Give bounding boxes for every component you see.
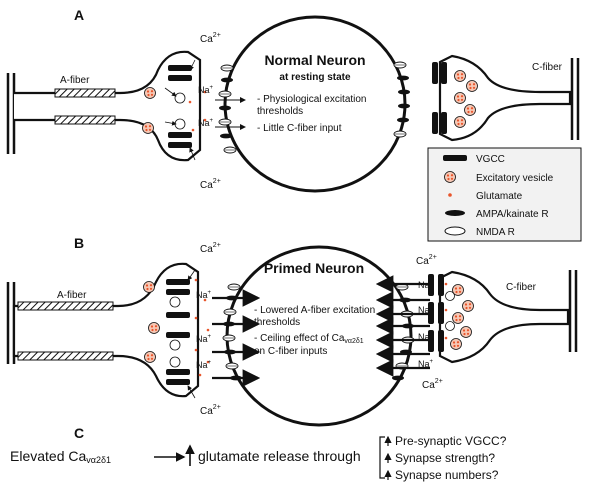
neuron-a-title: Normal Neuron bbox=[264, 52, 365, 68]
legend-label-nmda: NMDA R bbox=[476, 227, 515, 238]
ca-label-a-top: Ca2+ bbox=[200, 32, 221, 45]
neuron-b-note-1: - Lowered A-fiber excitation bbox=[254, 305, 375, 316]
c-fiber-a: C-fiber bbox=[432, 54, 580, 142]
nmda-legend-icon bbox=[444, 226, 466, 236]
a-fiber-label-a: A-fiber bbox=[60, 75, 90, 86]
ca-label-b-2: Ca2+ bbox=[200, 404, 221, 417]
na-label-b-3: Na+ bbox=[196, 360, 212, 370]
legend-label-vgcc: VGCC bbox=[476, 154, 505, 165]
panel-c-middle: glutamate release through bbox=[198, 448, 361, 464]
neuron-a-note-3: - Little C-fiber input bbox=[257, 123, 342, 134]
panel-c-letter: C bbox=[74, 425, 84, 441]
c-fiber-b: C-fiber bbox=[428, 270, 578, 364]
presynaptic-terminal-a bbox=[142, 59, 207, 161]
panel-c: C Elevated Cavα2δ1 glutamate release thr… bbox=[10, 425, 507, 482]
panel-a: A A-fiber bbox=[6, 7, 580, 193]
vesicle-legend-icon bbox=[444, 171, 456, 183]
panel-b: B A-fiber bbox=[6, 235, 578, 427]
legend: VGCC Excitatory vesicle Glutamate AMPA/k… bbox=[427, 147, 582, 242]
neuron-b-note-3: - Ceiling effect of Cavα2δ1 bbox=[254, 333, 364, 345]
presynaptic-terminal-b bbox=[143, 269, 210, 399]
legend-box bbox=[427, 147, 582, 242]
na-label-b-7: Na+ bbox=[418, 359, 434, 369]
c-fiber-label-a: C-fiber bbox=[532, 62, 563, 73]
c-fiber-label-b: C-fiber bbox=[506, 282, 537, 293]
ca-label-b-3: Ca2+ bbox=[416, 254, 437, 267]
panel-c-lead: Elevated Cavα2δ1 bbox=[10, 448, 111, 465]
panel-c-outcome-1: Pre-synaptic VGCC? bbox=[395, 434, 507, 448]
glutamate-legend-icon bbox=[448, 193, 452, 197]
legend-label-ampa: AMPA/kainate R bbox=[476, 209, 549, 220]
legend-label-glutamate: Glutamate bbox=[476, 191, 523, 202]
a-fiber-axon-b: A-fiber bbox=[6, 262, 200, 398]
panel-c-outcome-3: Synapse numbers? bbox=[395, 468, 499, 482]
panel-b-letter: B bbox=[74, 235, 84, 251]
na-label-b-1: Na+ bbox=[196, 290, 212, 300]
neuron-b-note-4: on C-fiber inputs bbox=[254, 346, 327, 357]
panel-c-outcome-2: Synapse strength? bbox=[395, 451, 495, 465]
neuron-a-note-2: thresholds bbox=[257, 106, 303, 117]
neuron-b-arrows bbox=[212, 275, 430, 387]
neuron-a-subtitle: at resting state bbox=[279, 72, 351, 83]
ca-label-b-4: Ca2+ bbox=[422, 378, 443, 391]
na-label-a-2: Na+ bbox=[198, 118, 214, 128]
na-label-b-2: Na+ bbox=[196, 334, 212, 344]
ca-label-a-bottom: Ca2+ bbox=[200, 178, 221, 191]
panel-a-letter: A bbox=[74, 7, 84, 23]
legend-label-vesicle: Excitatory vesicle bbox=[476, 173, 554, 184]
vgcc-legend-icon bbox=[443, 155, 467, 161]
na-label-a-1: Na+ bbox=[198, 85, 214, 95]
panel-c-bracket bbox=[379, 436, 385, 479]
ampa-legend-icon bbox=[445, 210, 465, 216]
neuron-b-title: Primed Neuron bbox=[264, 260, 364, 276]
neuron-b-note-2: thresholds bbox=[254, 317, 300, 328]
ca-label-b-1: Ca2+ bbox=[200, 242, 221, 255]
neuron-a-note-1: - Physiological excitation bbox=[257, 94, 367, 105]
a-fiber-label-b: A-fiber bbox=[57, 290, 87, 301]
